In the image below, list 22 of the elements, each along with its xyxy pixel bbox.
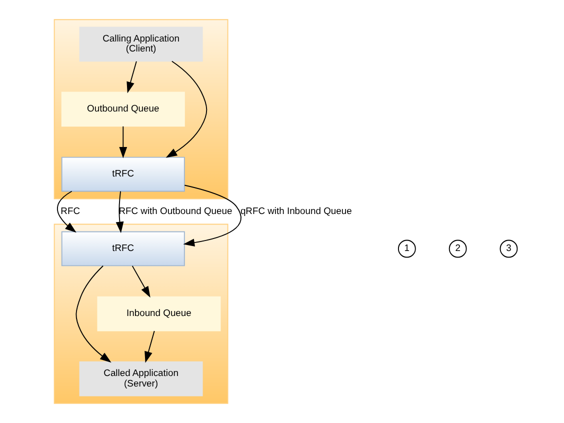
arrow [116, 190, 124, 234]
arrow [56, 190, 76, 233]
edge-label: RFC with Outbound Queue [118, 204, 232, 216]
node-box: Calling Application (Client) [79, 26, 203, 62]
label: 1 [404, 242, 410, 254]
arrow [119, 126, 128, 158]
node-box: tRFC [61, 231, 185, 266]
arrow [144, 330, 155, 363]
cluster [54, 19, 228, 200]
node-box: Called Application (Server) [79, 361, 203, 396]
arrow [183, 184, 242, 247]
arrow [166, 60, 208, 158]
edge-label: qRFC with Inbound Queue [240, 204, 352, 216]
arrow [76, 265, 112, 363]
label: 2 [455, 242, 460, 254]
node-box: Inbound Queue [97, 296, 221, 332]
edge-label: RFC [60, 204, 80, 216]
node-box: Outbound Queue [61, 92, 185, 127]
arrow [132, 265, 150, 298]
node-box: tRFC [61, 156, 185, 192]
label: 3 [506, 242, 512, 254]
arrow [126, 60, 137, 94]
